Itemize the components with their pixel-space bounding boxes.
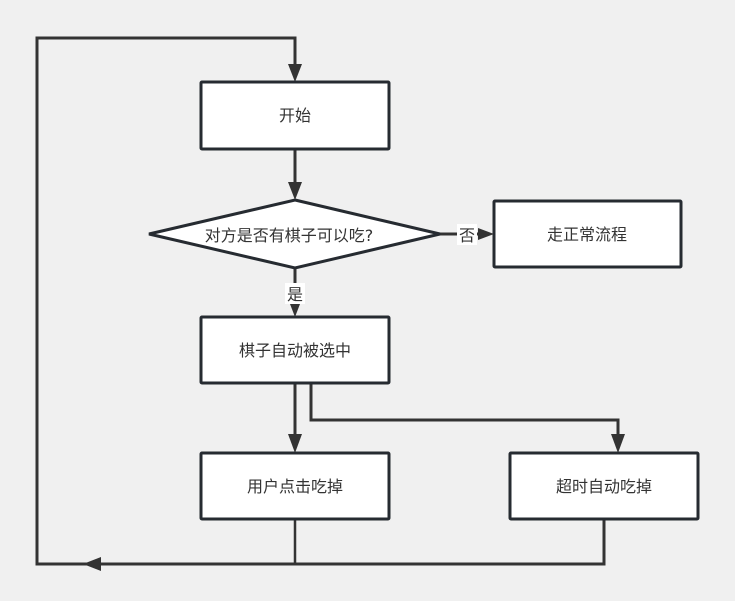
node-auto-select-label: 棋子自动被选中 xyxy=(239,341,351,360)
node-normal-flow[interactable]: 走正常流程 xyxy=(492,199,683,269)
edge-label-yes-bg xyxy=(285,283,305,304)
node-start[interactable]: 开始 xyxy=(199,80,391,151)
arrow-into-timeout-eat xyxy=(611,434,625,453)
node-timeout-eat-label: 超时自动吃掉 xyxy=(556,477,652,496)
node-decision-label: 对方是否有棋子可以吃? xyxy=(205,226,374,245)
edge-label-no-bg xyxy=(457,224,477,245)
edge-auto-select-to-timeout xyxy=(309,383,620,436)
edge-label-yes: 是 xyxy=(285,283,305,304)
arrow-return-left xyxy=(83,557,101,571)
arrow-into-normal-flow xyxy=(478,228,494,240)
node-decision-shape xyxy=(148,198,441,270)
edge-label-no: 否 xyxy=(457,224,477,245)
edge-loop-back xyxy=(35,36,606,566)
arrow-into-start xyxy=(288,64,302,82)
node-auto-select[interactable]: 棋子自动被选中 xyxy=(199,315,391,385)
node-normal-flow-label: 走正常流程 xyxy=(547,225,627,244)
arrow-into-user-click xyxy=(288,434,302,453)
node-auto-select-box xyxy=(199,315,391,385)
node-timeout-eat-box xyxy=(508,451,700,521)
node-decision[interactable]: 对方是否有棋子可以吃? xyxy=(148,198,441,270)
arrow-into-decision xyxy=(288,182,302,200)
arrow-into-auto-select xyxy=(290,304,300,317)
node-normal-flow-box xyxy=(492,199,683,269)
node-user-click-box xyxy=(199,451,391,521)
edge-label-no-text: 否 xyxy=(459,226,475,245)
node-user-click-label: 用户点击吃掉 xyxy=(247,477,343,496)
node-user-click[interactable]: 用户点击吃掉 xyxy=(199,451,391,521)
edge-label-yes-text: 是 xyxy=(287,285,303,304)
node-start-box xyxy=(199,80,391,151)
node-timeout-eat[interactable]: 超时自动吃掉 xyxy=(508,451,700,521)
node-start-label: 开始 xyxy=(279,106,311,125)
